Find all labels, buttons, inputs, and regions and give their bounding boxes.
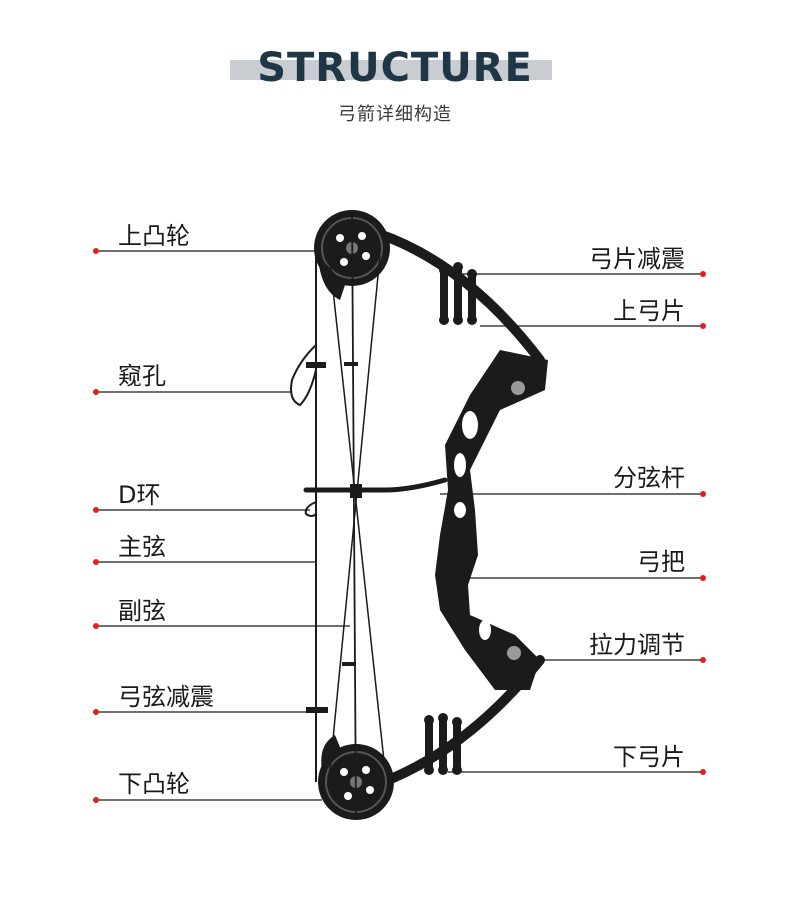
label-lower-limb: 下弓片 — [613, 743, 685, 771]
title-block: STRUCTURE — [0, 38, 790, 98]
dot-lower-limb — [700, 769, 706, 775]
cable-line-1 — [351, 209, 357, 821]
riser-cutout-1 — [462, 411, 478, 439]
lower-dampeners — [424, 713, 462, 775]
label-secondary-string: 副弦 — [118, 597, 166, 625]
lower-screw — [507, 646, 521, 660]
upper-dampeners — [439, 262, 477, 325]
label-peep-sight: 窥孔 — [118, 362, 166, 390]
label-limb-dampener: 弓片减震 — [589, 245, 685, 273]
dot-draw-weight — [700, 657, 706, 663]
dot-cable-rod — [700, 491, 706, 497]
peep-body — [306, 362, 326, 368]
label-draw-weight-adjust: 拉力调节 — [589, 631, 685, 659]
label-string-suppressor: 弓弦减震 — [118, 683, 214, 711]
riser-shape — [435, 350, 548, 690]
cable-line-3 — [329, 261, 386, 771]
cable-rod-shape — [303, 477, 448, 493]
label-main-string: 主弦 — [118, 533, 166, 561]
string-suppressor-shape — [306, 707, 328, 713]
riser-cutout-4 — [479, 620, 491, 640]
label-d-loop: D环 — [118, 481, 161, 509]
string-marker-lower — [342, 662, 356, 666]
cable-line-2 — [329, 254, 381, 771]
d-loop-shape — [304, 501, 317, 517]
string-marker-upper — [344, 362, 358, 366]
label-lower-cam: 下凸轮 — [118, 770, 190, 798]
upper-screw — [511, 381, 525, 395]
label-upper-cam: 上凸轮 — [118, 222, 190, 250]
peep-sight-shape — [290, 344, 317, 407]
riser-cutout-2 — [454, 453, 466, 477]
dot-lower-cam — [93, 797, 99, 803]
dot-main-string — [93, 559, 99, 565]
dot-grip — [700, 575, 706, 581]
dot-peep-sight — [93, 389, 99, 395]
label-upper-limb: 上弓片 — [613, 297, 685, 325]
title-underlay-bar — [230, 60, 552, 80]
riser-cutout-3 — [454, 502, 466, 518]
label-cable-rod: 分弦杆 — [613, 464, 685, 492]
dot-string-suppressor — [93, 709, 99, 715]
dot-upper-cam — [93, 248, 99, 254]
page-subtitle: 弓箭详细构造 — [338, 104, 452, 125]
dot-d-loop — [93, 507, 99, 513]
label-grip: 弓把 — [637, 548, 685, 576]
page-title: STRUCTURE — [257, 45, 533, 91]
dot-upper-limb — [700, 323, 706, 329]
cable-slide — [350, 484, 362, 498]
dot-secondary-string — [93, 623, 99, 629]
dot-limb-dampener — [700, 271, 706, 277]
